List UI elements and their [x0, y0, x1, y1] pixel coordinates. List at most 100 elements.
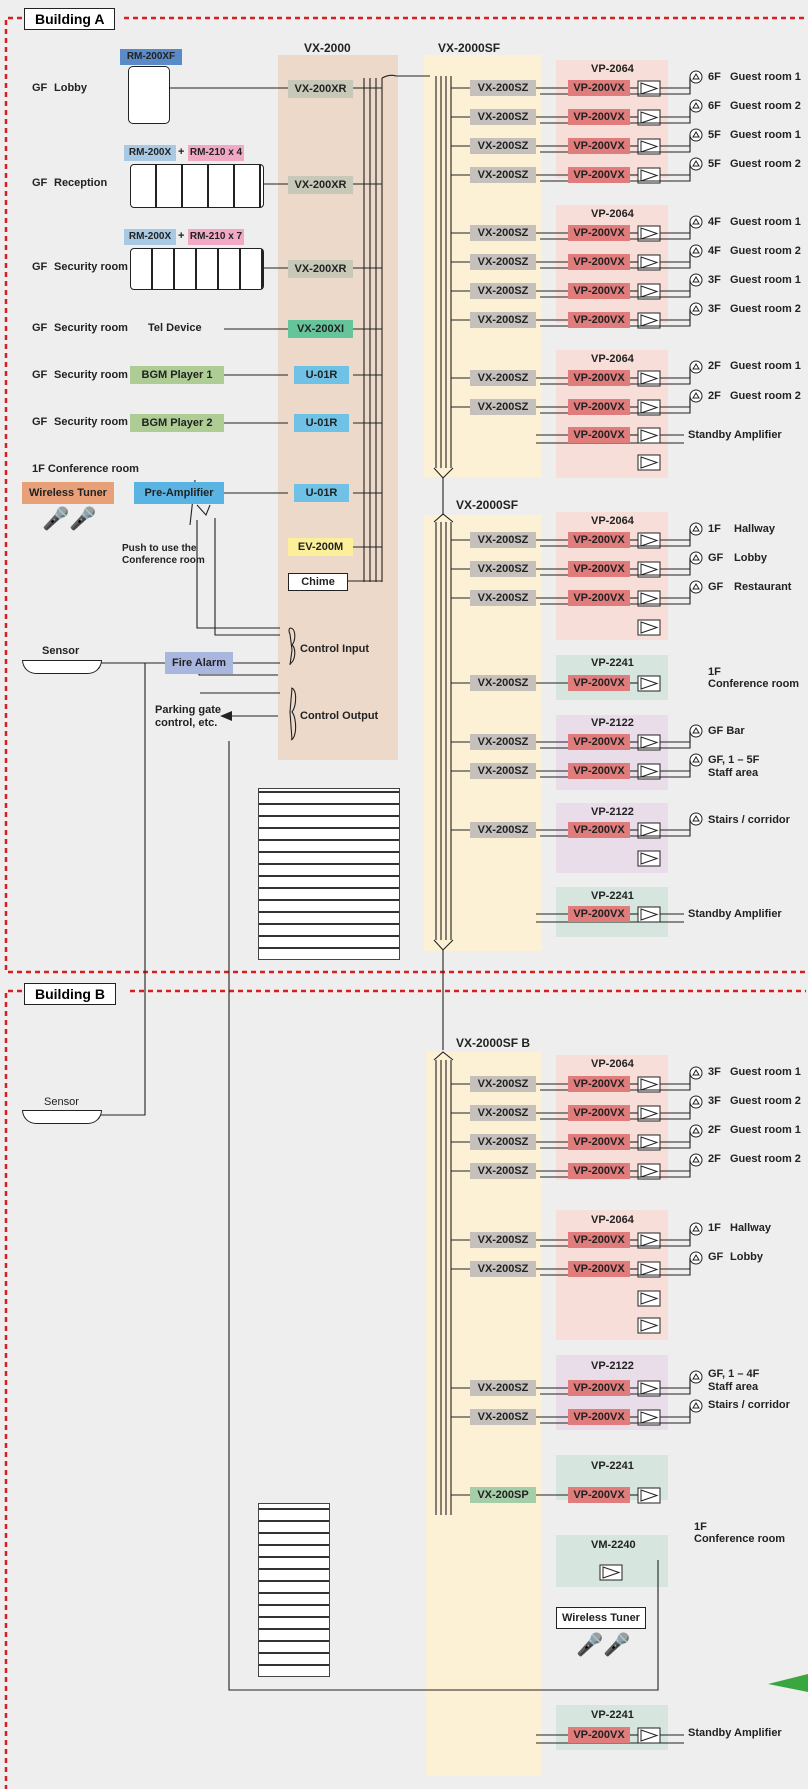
- speaker-icon: [689, 302, 703, 316]
- vp2241-label: VP-2241: [591, 657, 634, 669]
- amplifier-icon: [637, 427, 661, 444]
- speaker-icon: [689, 215, 703, 229]
- interface-box: U-01R: [294, 484, 349, 502]
- vx200sz-box: VX-200SZ: [470, 561, 536, 577]
- rm210-label: RM-210 x 7: [188, 229, 244, 245]
- speaker-icon: [689, 244, 703, 258]
- room-name: Guest room 2: [730, 245, 801, 257]
- room-name: Guest room 2: [730, 303, 801, 315]
- room-floor: GF: [708, 552, 724, 564]
- source-room: Security room: [54, 416, 128, 428]
- amplifier-icon: [637, 590, 661, 607]
- vx200sz-box: VX-200SZ: [470, 763, 536, 779]
- vp2241-label: VP-2241: [591, 1460, 634, 1472]
- conference-floor: 1F: [694, 1521, 707, 1533]
- amplifier-icon: [637, 167, 661, 184]
- room-name: Guest room 2: [730, 100, 801, 112]
- vx200sz-box: VX-200SZ: [470, 734, 536, 750]
- wireless-mic-icon: 🎤🎤: [42, 506, 97, 531]
- room-name: Hallway: [730, 1222, 771, 1234]
- vp200vx-box: VP-200VX: [568, 1727, 630, 1743]
- interface-box: U-01R: [294, 366, 349, 384]
- vx200sz-box: VX-200SZ: [470, 1232, 536, 1248]
- speaker-icon: [689, 99, 703, 113]
- room-name: Guest room 1: [730, 274, 801, 286]
- stairs-label: Stairs / corridor: [708, 1399, 790, 1411]
- rm200xf-label: RM-200XF: [120, 49, 182, 65]
- speaker-icon: [689, 1222, 703, 1236]
- ev200m-box: EV-200M: [288, 538, 353, 556]
- vp2241-label: VP-2241: [591, 1709, 634, 1721]
- vx200sz-box: VX-200SZ: [470, 1105, 536, 1121]
- standby-amplifier-label: Standby Amplifier: [688, 908, 782, 920]
- vp2064-label: VP-2064: [591, 353, 634, 365]
- parking-label-2: control, etc.: [155, 717, 218, 729]
- vx200sz-box: VX-200SZ: [470, 254, 536, 270]
- amplifier-icon: [637, 619, 661, 636]
- source-floor: GF: [32, 369, 48, 381]
- vp200vx-box: VP-200VX: [568, 167, 630, 183]
- vp200vx-box: VP-200VX: [568, 1261, 630, 1277]
- room-name: Guest room 1: [730, 1066, 801, 1078]
- conference-room-label: 1F Conference room: [32, 463, 139, 475]
- speaker-icon: [689, 128, 703, 142]
- vx2000sf-zone-2: [424, 515, 542, 951]
- vp2064-label: VP-2064: [591, 1214, 634, 1226]
- room-floor: 3F: [708, 1066, 721, 1078]
- speaker-icon: [689, 522, 703, 536]
- conference-room-name: Conference room: [694, 1533, 786, 1545]
- room-name: Guest room 2: [730, 158, 801, 170]
- speaker-icon: [689, 1399, 703, 1413]
- interface-box: VX-200XI: [288, 320, 353, 338]
- bgm-player-1: BGM Player 1: [130, 366, 224, 384]
- vp200vx-box: VP-200VX: [568, 1380, 630, 1396]
- vx200sz-box: VX-200SZ: [470, 80, 536, 96]
- vp200vx-box: VP-200VX: [568, 1134, 630, 1150]
- green-arrow-icon: [768, 1674, 808, 1692]
- room-name: Lobby: [734, 552, 767, 564]
- fire-alarm-box: Fire Alarm: [165, 652, 233, 674]
- vp200vx-box: VP-200VX: [568, 532, 630, 548]
- vx2000sf-header-2: VX-2000SF: [456, 498, 519, 512]
- interface-box: VX-200XR: [288, 260, 353, 278]
- amplifier-icon: [637, 1727, 661, 1744]
- room-name: Guest room 1: [730, 71, 801, 83]
- room-name: Guest room 1: [730, 360, 801, 372]
- speaker-icon: [689, 1066, 703, 1080]
- conference-room-name: Conference room: [708, 678, 800, 690]
- sensor-icon: [22, 1110, 102, 1124]
- amplifier-icon: [637, 1290, 661, 1307]
- amplifier-icon: [637, 1134, 661, 1151]
- room-name: Guest room 2: [730, 1153, 801, 1165]
- chime-box: Chime: [288, 573, 348, 591]
- room-floor: GF: [708, 581, 724, 593]
- vx200sz-box: VX-200SZ: [470, 312, 536, 328]
- vx200sz-box: VX-200SZ: [470, 283, 536, 299]
- amplifier-icon: [637, 763, 661, 780]
- staff-area-label: Staff area: [708, 767, 759, 779]
- vx200sz-box: VX-200SZ: [470, 1163, 536, 1179]
- vp200vx-box: VP-200VX: [568, 590, 630, 606]
- vp200vx-box: VP-200VX: [568, 109, 630, 125]
- vx200sz-box: VX-200SZ: [470, 1409, 536, 1425]
- remote-mic-group: [130, 248, 264, 290]
- amplifier-icon: [637, 454, 661, 471]
- stairs-label: Stairs / corridor: [708, 814, 790, 826]
- vp200vx-box: VP-200VX: [568, 675, 630, 691]
- vp2122-label: VP-2122: [591, 1360, 634, 1372]
- vp200vx-box: VP-200VX: [568, 763, 630, 779]
- vx200sz-box: VX-200SZ: [470, 167, 536, 183]
- vp200vx-box: VP-200VX: [568, 399, 630, 415]
- interface-box: U-01R: [294, 414, 349, 432]
- vp200vx-box: VP-200VX: [568, 1076, 630, 1092]
- vx2000-header: VX-2000: [304, 41, 351, 55]
- speaker-icon: [689, 1124, 703, 1138]
- room-floor: 3F: [708, 274, 721, 286]
- control-output-label: Control Output: [300, 710, 379, 722]
- speaker-icon: [689, 580, 703, 594]
- push-note-1: Push to use the: [122, 543, 197, 554]
- speaker-icon: [689, 812, 703, 826]
- vp2064-label: VP-2064: [591, 208, 634, 220]
- vp200vx-box: VP-200VX: [568, 427, 630, 443]
